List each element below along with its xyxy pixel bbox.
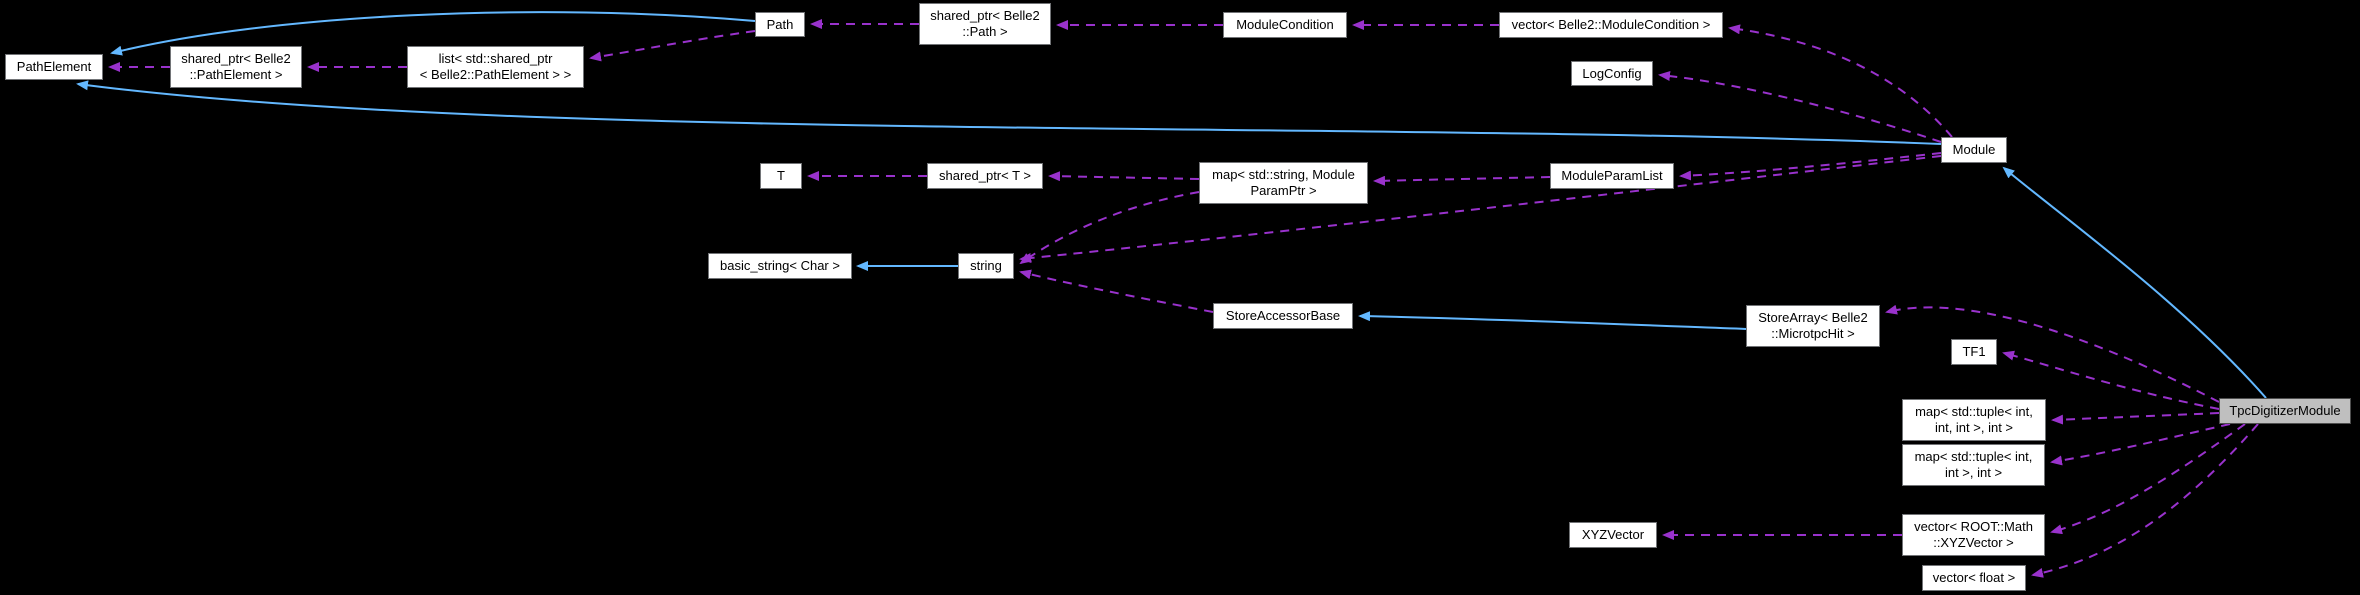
node-string[interactable]: string xyxy=(958,253,1014,279)
node-label: ParamPtr > xyxy=(1250,183,1317,198)
node-label: vector< Belle2::ModuleCondition > xyxy=(1511,17,1711,32)
node-label: ModuleCondition xyxy=(1236,17,1334,32)
node-vector-float[interactable]: vector< float > xyxy=(1922,565,2026,591)
node-tf1[interactable]: TF1 xyxy=(1951,339,1997,365)
edge-module-to-pathelement xyxy=(76,80,1942,145)
node-label: map< std::tuple< int, xyxy=(1915,404,2033,419)
node-basic-string-char[interactable]: basic_string< Char > xyxy=(708,253,852,279)
node-module[interactable]: Module xyxy=(1941,137,2007,163)
node-label: TpcDigitizerModule xyxy=(2229,403,2341,418)
node-label: basic_string< Char > xyxy=(720,258,840,273)
edge-module-to-moduleparamlist xyxy=(1679,152,1942,181)
edge-tpcdigitizer-to-maptuple2 xyxy=(2050,423,2231,466)
node-map-tuple3-int[interactable]: map< std::tuple< int, int, int >, int > xyxy=(1902,399,2046,441)
edge-module-to-vectormodulecondition xyxy=(1728,24,1953,138)
edge-tpcdigitizer-to-tf1 xyxy=(2002,350,2220,410)
node-label: shared_ptr< Belle2 xyxy=(181,51,291,66)
node-tpcdigitizermodule: TpcDigitizerModule xyxy=(2219,398,2351,424)
node-label: vector< float > xyxy=(1932,570,2016,585)
node-label: StoreAccessorBase xyxy=(1225,308,1341,323)
node-xyzvector[interactable]: XYZVector xyxy=(1569,522,1657,548)
node-map-string-moduleparamptr[interactable]: map< std::string, Module ParamPtr > xyxy=(1199,162,1368,204)
node-vector-modulecondition[interactable]: vector< Belle2::ModuleCondition > xyxy=(1499,12,1723,38)
edge-map-to-sharedptrt xyxy=(1048,171,1200,182)
node-label: TF1 xyxy=(1962,344,1986,359)
node-label: ::PathElement > xyxy=(189,67,283,82)
node-label: ::Path > xyxy=(962,24,1008,39)
edge-module-to-string xyxy=(1019,155,1942,263)
edge-path-to-list xyxy=(589,30,756,62)
edge-tpcdigitizer-to-module xyxy=(2002,166,2267,399)
node-label: map< std::string, Module xyxy=(1212,167,1355,182)
node-label: map< std::tuple< int, xyxy=(1914,449,2033,464)
node-label: int, int >, int > xyxy=(1934,420,2014,435)
node-label: T xyxy=(777,168,785,183)
node-logconfig[interactable]: LogConfig xyxy=(1571,61,1653,86)
edge-tpcdigitizer-to-storearray xyxy=(1885,304,2220,403)
edge-tpcdigitizer-to-vectorfloat xyxy=(2031,423,2259,578)
node-label: StoreArray< Belle2 xyxy=(1758,310,1868,325)
node-label: vector< ROOT::Math xyxy=(1914,519,2033,534)
node-t[interactable]: T xyxy=(760,163,802,189)
node-label: < Belle2::PathElement > > xyxy=(419,67,572,82)
node-label: LogConfig xyxy=(1582,65,1642,81)
node-label: shared_ptr< Belle2 xyxy=(930,8,1040,23)
node-label: shared_ptr< T > xyxy=(938,168,1032,183)
node-moduleparamlist[interactable]: ModuleParamList xyxy=(1550,163,1674,189)
node-modulecondition[interactable]: ModuleCondition xyxy=(1223,12,1347,38)
node-pathelement[interactable]: PathElement xyxy=(5,54,103,80)
node-label: ::MicrotpcHit > xyxy=(1771,326,1855,341)
node-vector-root-xyzvector[interactable]: vector< ROOT::Math ::XYZVector > xyxy=(1902,514,2045,556)
node-shared-ptr-path[interactable]: shared_ptr< Belle2 ::Path > xyxy=(919,3,1051,45)
node-label: Module xyxy=(1952,142,1996,157)
node-label: Path xyxy=(766,16,794,32)
node-label: string xyxy=(970,258,1002,273)
edge-map-to-string xyxy=(1019,191,1200,265)
edge-module-to-logconfig xyxy=(1658,70,1942,143)
node-label: ::XYZVector > xyxy=(1933,535,2014,550)
edge-path-to-pathelement xyxy=(110,11,756,56)
edge-tpcdigitizer-to-maptuple3 xyxy=(2051,412,2220,425)
node-label: int >, int > xyxy=(1944,465,2003,480)
node-map-tuple2-int[interactable]: map< std::tuple< int, int >, int > xyxy=(1902,444,2045,486)
node-label: ModuleParamList xyxy=(1561,168,1663,183)
node-shared-ptr-t[interactable]: shared_ptr< T > xyxy=(927,163,1043,189)
node-path[interactable]: Path xyxy=(755,12,805,37)
node-label: list< std::shared_ptr xyxy=(438,51,553,66)
edge-storearray-to-storeaccessorbase xyxy=(1358,311,1747,330)
edge-tpcdigitizer-to-vectorxyz xyxy=(2050,423,2246,535)
node-list-shared-ptr[interactable]: list< std::shared_ptr < Belle2::PathElem… xyxy=(407,46,584,88)
node-storeaccessorbase[interactable]: StoreAccessorBase xyxy=(1213,303,1353,329)
node-shared-ptr-pathelement[interactable]: shared_ptr< Belle2 ::PathElement > xyxy=(170,46,302,88)
node-storearray-microtpchit[interactable]: StoreArray< Belle2 ::MicrotpcHit > xyxy=(1746,305,1880,347)
edge-storeaccessorbase-to-string xyxy=(1019,269,1214,313)
edge-moduleparamlist-to-map xyxy=(1373,175,1551,186)
node-label: PathElement xyxy=(16,59,92,74)
node-label: XYZVector xyxy=(1581,527,1645,542)
